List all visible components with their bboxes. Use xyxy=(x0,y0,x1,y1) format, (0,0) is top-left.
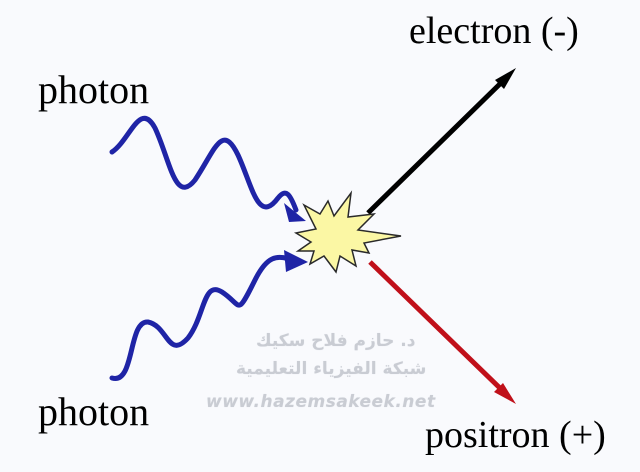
photon-arrowhead-bottom xyxy=(284,250,308,272)
photon-label-top: photon xyxy=(38,67,150,112)
electron-arrowhead xyxy=(495,68,516,89)
watermark-url: www.hazemsakeek.net xyxy=(206,392,436,412)
positron-arrowhead xyxy=(494,383,516,404)
photon-arrowhead-top xyxy=(284,203,306,222)
watermark-network: شبكة الفيزياء التعليمية xyxy=(236,359,427,379)
positron-label: positron (+) xyxy=(425,414,606,456)
photon-wave-bottom xyxy=(109,255,299,381)
watermark-author: د. حازم فلاح سكيك xyxy=(256,331,416,351)
photon-label-bottom: photon xyxy=(38,389,150,434)
electron-arrow-shaft xyxy=(366,77,507,215)
collision-burst xyxy=(293,190,402,274)
positron-arrow-shaft xyxy=(368,260,507,395)
photon-wave-top xyxy=(109,116,299,213)
electron-label: electron (-) xyxy=(409,10,579,52)
